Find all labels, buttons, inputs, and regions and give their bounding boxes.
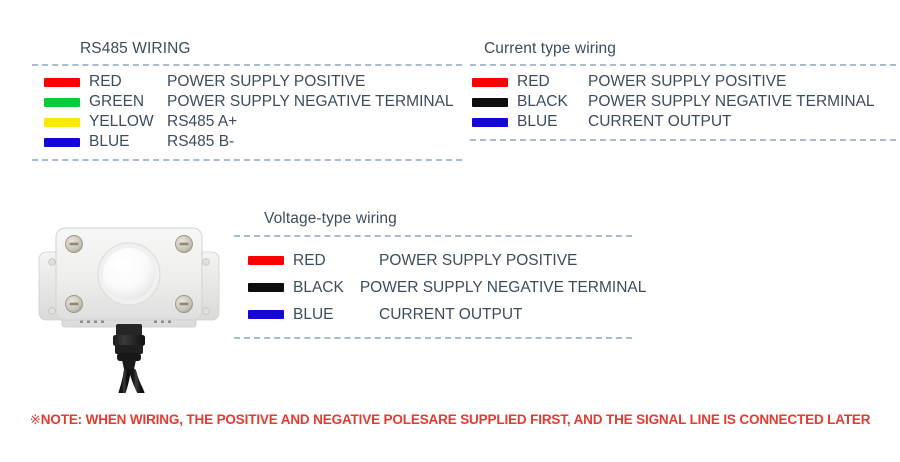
wire-color-label: RED xyxy=(89,73,122,90)
panel-divider-bottom xyxy=(32,159,462,161)
table-row: RED POWER SUPPLY POSITIVE xyxy=(232,247,632,274)
table-row: BLACK POWER SUPPLY NEGATIVE TERMINAL xyxy=(458,92,884,112)
wire-function-label: RS485 B- xyxy=(167,133,235,150)
wire-function-label: POWER SUPPLY POSITIVE xyxy=(167,73,366,90)
wire-color-label: RED xyxy=(293,251,326,269)
wire-color-swatch-blue xyxy=(248,310,284,319)
wire-function-label: POWER SUPPLY NEGATIVE TERMINAL xyxy=(167,93,454,110)
wiring-panel-voltage: Voltage-type wiring RED POWER SUPPLY POS… xyxy=(232,210,646,339)
table-row: RED POWER SUPPLY POSITIVE xyxy=(32,72,472,92)
wire-color-label: BLUE xyxy=(89,133,130,150)
wire-color-label: GREEN xyxy=(89,93,145,110)
wire-color-swatch-red xyxy=(248,256,284,265)
wire-color-swatch-yellow xyxy=(44,117,80,127)
wire-function-label: CURRENT OUTPUT xyxy=(588,113,732,130)
footer-note-text: NOTE: WHEN WIRING, THE POSITIVE AND NEGA… xyxy=(40,412,871,427)
wire-row-list-voltage: RED POWER SUPPLY POSITIVE BLACK POWER SU… xyxy=(232,247,646,328)
wire-function-label: POWER SUPPLY NEGATIVE TERMINAL xyxy=(588,93,875,110)
wire-color-swatch-red xyxy=(44,77,80,87)
table-row: GREEN POWER SUPPLY NEGATIVE TERMINAL xyxy=(32,92,472,112)
wire-function-label: POWER SUPPLY NEGATIVE TERMINAL xyxy=(359,278,647,296)
wire-color-swatch-blue xyxy=(44,137,80,147)
wire-color-swatch-black xyxy=(472,97,508,107)
footer-note: ※NOTE: WHEN WIRING, THE POSITIVE AND NEG… xyxy=(0,412,900,428)
wire-color-label: BLACK xyxy=(293,278,344,296)
wire-color-swatch-blue xyxy=(472,117,508,127)
wire-function-label: POWER SUPPLY POSITIVE xyxy=(588,73,787,90)
wire-color-swatch-red xyxy=(472,77,508,87)
wire-color-swatch-black xyxy=(248,283,284,292)
wire-function-label: POWER SUPPLY POSITIVE xyxy=(379,251,578,269)
table-row: BLUE RS485 B- xyxy=(32,132,472,152)
wire-color-label: YELLOW xyxy=(89,113,154,130)
panel-divider-bottom xyxy=(470,139,896,141)
wire-color-label: BLUE xyxy=(293,305,334,323)
panel-title-voltage: Voltage-type wiring xyxy=(264,210,397,227)
panel-divider-top xyxy=(234,235,632,237)
table-row: RED POWER SUPPLY POSITIVE xyxy=(458,72,884,92)
wire-color-label: RED xyxy=(517,73,550,90)
wire-row-list-rs485: RED POWER SUPPLY POSITIVE GREEN POWER SU… xyxy=(32,72,472,152)
wiring-panel-current: Current type wiring RED POWER SUPPLY POS… xyxy=(458,40,896,141)
wire-color-label: BLACK xyxy=(517,93,568,110)
wire-color-swatch-green xyxy=(44,97,80,107)
panel-title-rs485: RS485 WIRING xyxy=(80,40,191,57)
wiring-panel-rs485: RS485 WIRING RED POWER SUPPLY POSITIVE G… xyxy=(32,40,472,161)
panel-divider-top xyxy=(32,64,462,66)
table-row: BLUE CURRENT OUTPUT xyxy=(232,301,632,328)
table-row: BLACK POWER SUPPLY NEGATIVE TERMINAL xyxy=(232,274,646,301)
wire-color-label: BLUE xyxy=(517,113,558,130)
panel-title-current: Current type wiring xyxy=(484,40,616,57)
wire-row-list-current: RED POWER SUPPLY POSITIVE BLACK POWER SU… xyxy=(458,72,884,132)
reference-mark-icon: ※ xyxy=(29,412,41,427)
product-photo-light-sensor xyxy=(34,218,224,397)
table-row: BLUE CURRENT OUTPUT xyxy=(458,112,884,132)
panel-divider-bottom xyxy=(234,337,632,339)
table-row: YELLOW RS485 A+ xyxy=(32,112,472,132)
panel-divider-top xyxy=(470,64,896,66)
wire-function-label: RS485 A+ xyxy=(167,113,238,130)
wire-function-label: CURRENT OUTPUT xyxy=(379,305,523,323)
